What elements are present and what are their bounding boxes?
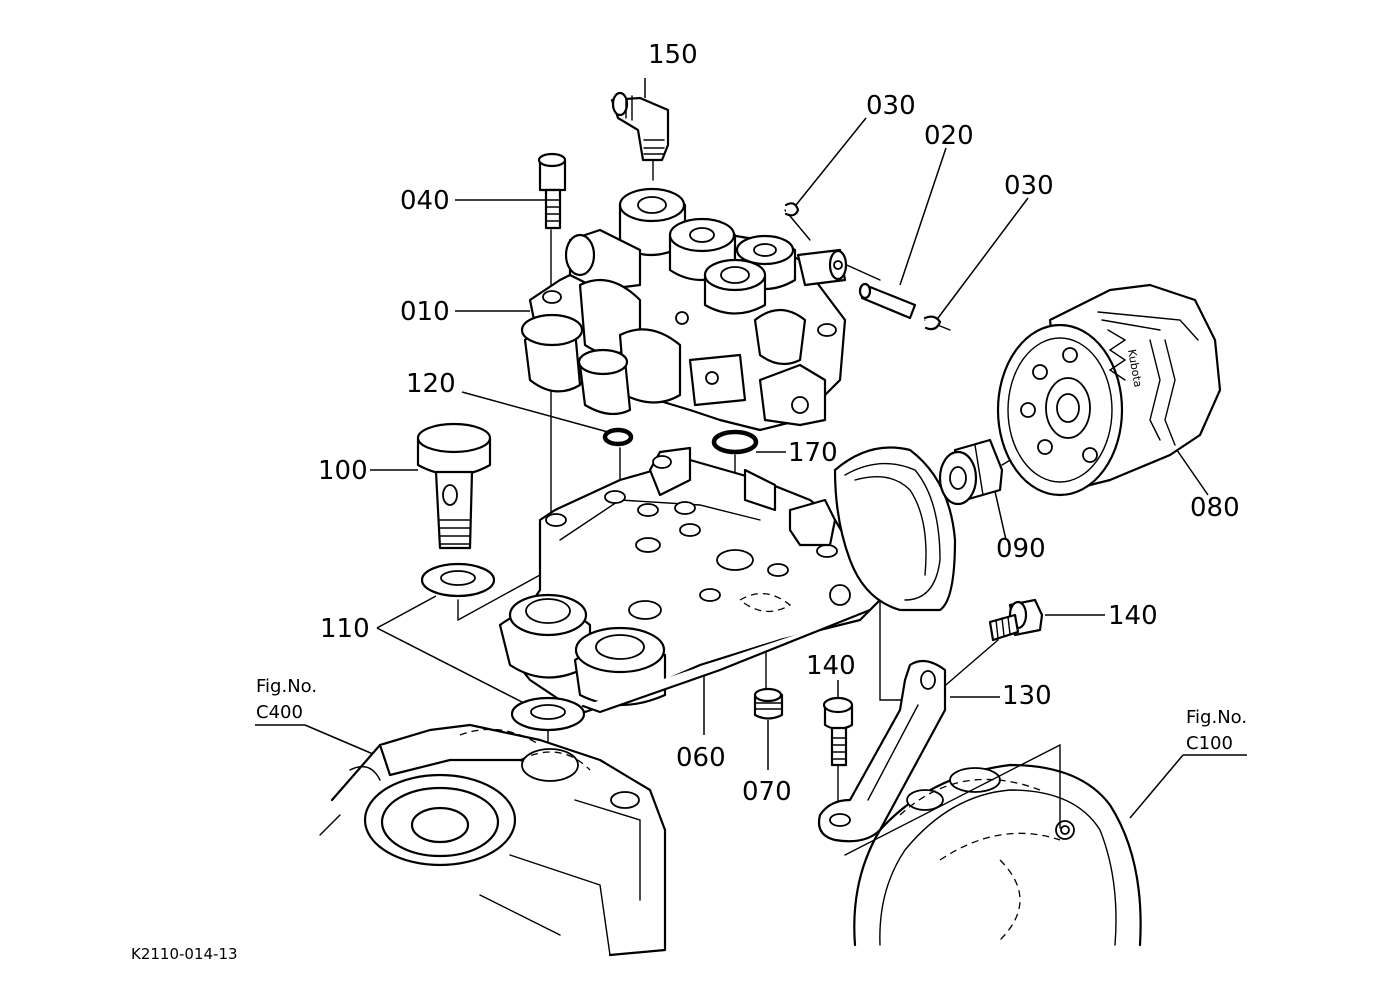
part-170-o-ring [711,429,759,455]
housing-c100 [844,744,1142,947]
part-090-nipple [938,438,1004,506]
part-140-bolt-right [988,598,1044,642]
callout-labels: 150 030 020 030 040 010 120 170 100 110 … [318,40,1240,807]
label-150: 150 [648,40,698,70]
label-130: 130 [1002,681,1052,711]
ref-c400-line1: Fig.No. [256,676,317,697]
label-020: 020 [924,121,974,151]
ref-c400-line2: C400 [256,702,303,723]
label-040: 040 [400,186,450,216]
label-030-upper: 030 [866,91,916,121]
ref-c100-line1: Fig.No. [1186,707,1247,728]
part-030-clip-upper [784,202,800,217]
part-010-valve-housing [520,187,848,432]
part-130-stay [817,659,947,843]
label-010: 010 [400,297,450,327]
label-090: 090 [996,534,1046,564]
label-070: 070 [742,777,792,807]
part-110-washer-upper [420,562,496,598]
label-100: 100 [318,456,368,486]
part-060-filter-bracket [498,446,957,714]
part-040-bolt [537,152,567,230]
drawing-code: K2110-014-13 [131,945,238,963]
label-110: 110 [320,614,370,644]
label-170: 170 [788,438,838,468]
part-070-plug [753,687,784,720]
part-120-o-ring [602,427,634,447]
part-030-clip-lower [923,315,942,331]
ref-c100-line2: C100 [1186,733,1233,754]
label-120: 120 [406,369,456,399]
leader-lines [255,78,1247,819]
figure-references: Fig.No. C400 Fig.No. C100 [256,676,1247,754]
label-060: 060 [676,743,726,773]
part-110-washer-lower [510,696,586,732]
part-150-elbow [610,91,670,162]
label-140-right: 140 [1108,601,1158,631]
label-030-lower: 030 [1004,171,1054,201]
label-080: 080 [1190,493,1240,523]
part-100-banjo-bolt [416,422,492,550]
part-080-oil-filter: Kubota [996,283,1222,497]
part-140-bolt-left [822,696,854,767]
label-140-left: 140 [806,651,856,681]
engine-block-c400 [319,723,667,957]
part-020-pin [858,282,917,320]
